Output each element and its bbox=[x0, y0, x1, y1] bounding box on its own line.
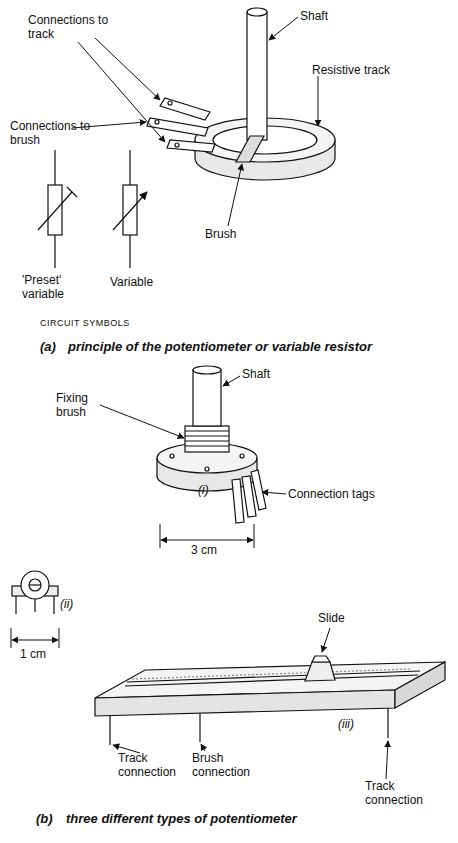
part-label: Shaft bbox=[300, 10, 360, 24]
figure-caption: three different types of potentiometer bbox=[66, 812, 451, 827]
dimension: 3 cm bbox=[191, 544, 241, 558]
leader-lines bbox=[113, 628, 388, 779]
figure-letter: (a) bbox=[40, 340, 70, 355]
part-label: Shaft bbox=[242, 368, 302, 382]
figure-caption: principle of the potentiometer or variab… bbox=[68, 340, 453, 355]
part-label: Brush bbox=[205, 228, 265, 242]
part-label: Connections to track bbox=[28, 14, 110, 42]
part-label: Fixing brush bbox=[56, 392, 118, 420]
part-label: Track connection bbox=[365, 780, 435, 808]
potentiometer-principle bbox=[147, 8, 335, 180]
item-number: (i) bbox=[198, 484, 228, 498]
item-number: (ii) bbox=[60, 598, 90, 612]
section-heading: CIRCUIT SYMBOLS bbox=[40, 318, 180, 328]
resistor-symbol bbox=[38, 150, 147, 268]
dimension: 1 cm bbox=[20, 648, 70, 662]
leader-lines bbox=[72, 17, 318, 226]
part-label: Slide bbox=[318, 612, 368, 626]
figure-letter: (b) bbox=[36, 812, 66, 827]
slide-potentiometer bbox=[95, 656, 445, 745]
part-label: Track connection bbox=[118, 752, 188, 780]
part-label: Connections to brush bbox=[10, 120, 92, 148]
dimension-line bbox=[11, 628, 59, 648]
rotary-potentiometer bbox=[157, 366, 266, 523]
item-number: (iii) bbox=[338, 718, 378, 732]
part-label: Connection tags bbox=[288, 488, 418, 502]
symbol-label: 'Preset' variable bbox=[22, 274, 94, 302]
part-label: Brush connection bbox=[192, 752, 262, 780]
part-label: Resistive track bbox=[312, 64, 432, 78]
preset-potentiometer bbox=[12, 571, 58, 614]
symbol-label: Variable bbox=[110, 276, 182, 290]
leader-lines bbox=[100, 376, 286, 548]
